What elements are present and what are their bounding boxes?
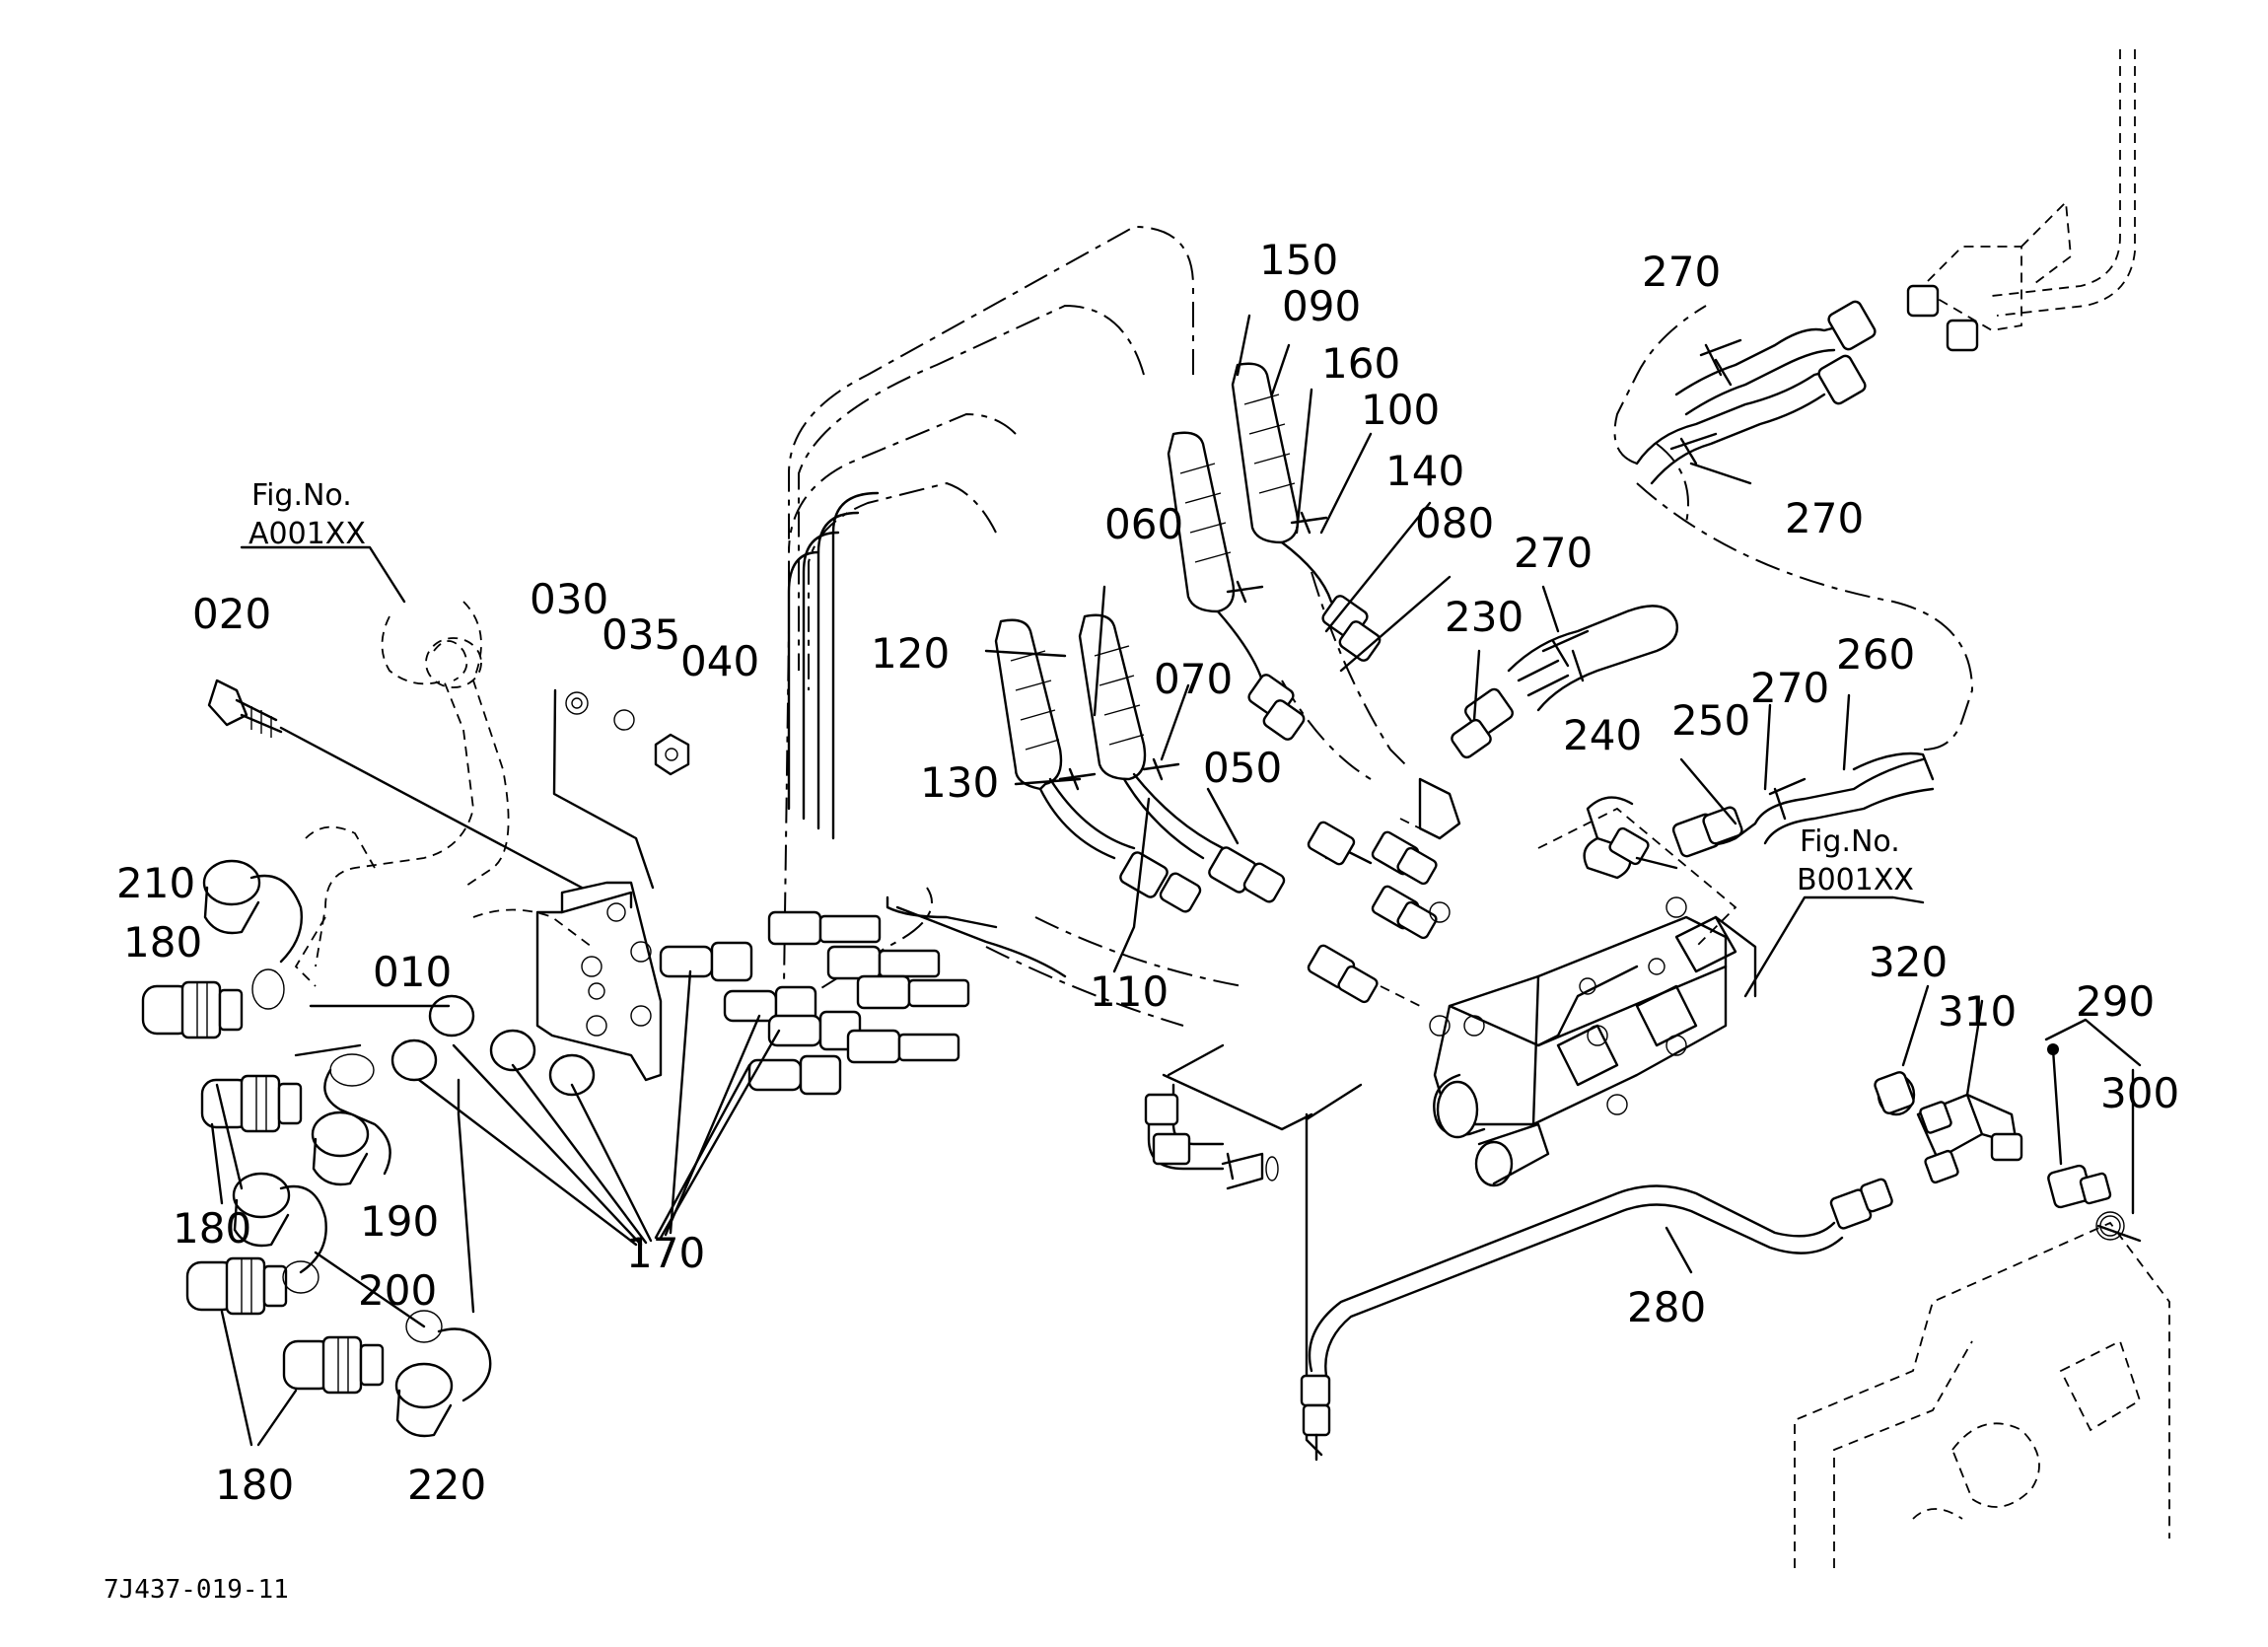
label-260: 260 (1836, 630, 1915, 679)
washer-030-035-nut-040 (552, 688, 690, 890)
couplers-180-and-caps (141, 859, 492, 1447)
fig-ref-b-code: B001XX (1797, 863, 1914, 897)
label-180-a: 180 (123, 918, 202, 967)
label-080: 080 (1415, 499, 1494, 547)
bolt-020 (207, 679, 584, 890)
hose-sleeves (994, 362, 1382, 913)
label-150: 150 (1259, 236, 1338, 284)
phantom-lever-assembly (294, 601, 593, 987)
label-170: 170 (626, 1229, 705, 1277)
label-070: 070 (1154, 655, 1233, 703)
hose-group-right (1451, 284, 1979, 858)
label-210: 210 (116, 859, 195, 907)
label-020: 020 (192, 590, 271, 638)
label-200: 200 (358, 1266, 437, 1315)
label-160: 160 (1321, 339, 1400, 388)
fig-ref-a001xx (240, 545, 406, 604)
pipe-280 (1300, 1178, 1893, 1462)
fig-ref-b-title: Fig.No. (1800, 824, 1900, 859)
label-110: 110 (1090, 967, 1169, 1016)
label-220: 220 (407, 1461, 486, 1509)
elbow-fitting-detail (1144, 1043, 1363, 1457)
label-290: 290 (2076, 977, 2155, 1026)
label-140: 140 (1385, 447, 1464, 495)
label-035: 035 (602, 610, 680, 659)
label-300: 300 (2100, 1069, 2179, 1117)
label-100: 100 (1361, 386, 1440, 434)
label-060: 060 (1104, 500, 1183, 548)
fig-ref-a-title: Fig.No. (251, 478, 352, 513)
label-040: 040 (680, 637, 759, 685)
label-270-b: 270 (1785, 494, 1864, 542)
label-250: 250 (1671, 696, 1750, 745)
label-320: 320 (1869, 938, 1948, 986)
fitting-300 (2044, 1018, 2142, 1243)
callout-labels: 010 020 030 035 040 050 060 070 080 090 … (116, 236, 2179, 1509)
fig-ref-a-code: A001XX (248, 517, 366, 551)
control-valve-block (1307, 777, 1757, 1187)
label-270-c: 270 (1514, 529, 1593, 577)
label-130: 130 (920, 758, 999, 807)
label-190: 190 (360, 1197, 439, 1246)
fig-ref-labels: Fig.No. A001XX Fig.No. B001XX (248, 478, 1914, 897)
steel-pipe-bundle (787, 491, 1067, 978)
label-180-b: 180 (173, 1204, 251, 1253)
label-270-a: 270 (1642, 248, 1721, 296)
tee-fitting-310 (1874, 1071, 2023, 1184)
label-230: 230 (1445, 593, 1524, 641)
label-180-c: 180 (215, 1461, 294, 1509)
label-090: 090 (1282, 282, 1361, 330)
label-010: 010 (373, 948, 452, 996)
couplers-170 (390, 910, 970, 1247)
phantom-valve-bracket (1926, 49, 2136, 331)
label-240: 240 (1563, 711, 1642, 759)
drawing-code: 7J437-019-11 (104, 1575, 289, 1605)
bracket-010 (535, 881, 663, 1082)
label-280: 280 (1627, 1283, 1706, 1331)
label-050: 050 (1203, 744, 1282, 792)
phantom-transmission-case (1794, 1221, 2170, 1568)
label-120: 120 (871, 629, 950, 678)
label-310: 310 (1938, 987, 2017, 1036)
label-030: 030 (530, 575, 608, 623)
fig-ref-b001xx (1743, 895, 1925, 998)
label-270-d: 270 (1750, 664, 1829, 712)
callout-leaders (984, 314, 1984, 1274)
